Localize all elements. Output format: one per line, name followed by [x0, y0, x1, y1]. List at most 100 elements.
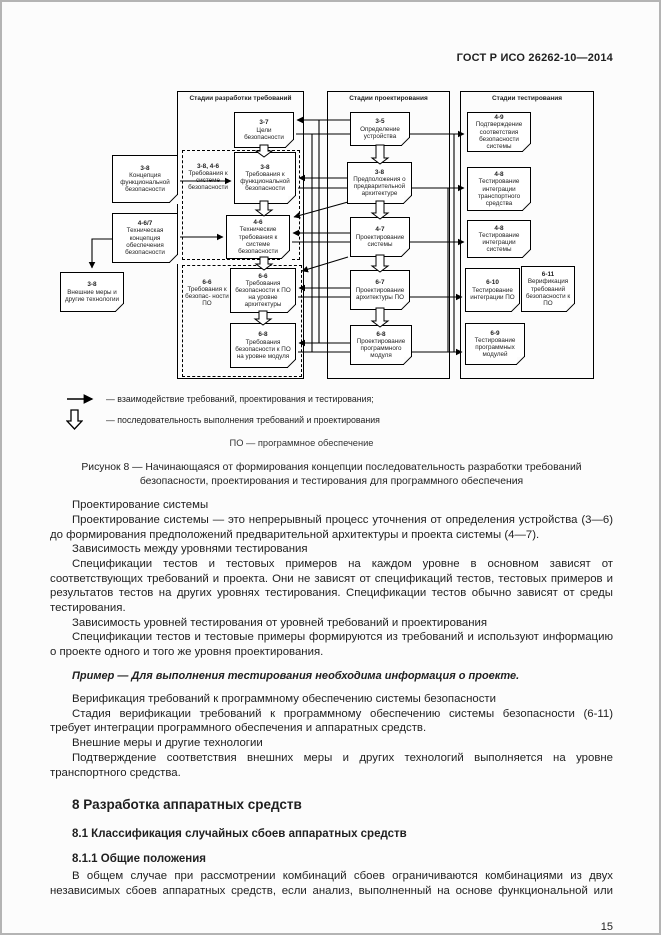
box-number: 3-8 [140, 164, 150, 172]
body-text: Проектирование системы Проектирование си… [50, 498, 613, 899]
body-paragraph: Верификация требований к программному об… [72, 693, 497, 706]
box-system-design: 4-7 Проектирование системы [350, 217, 411, 258]
box-number: 6-7 [375, 279, 385, 287]
column-header: Стадии тестирования [491, 95, 563, 102]
box-label: Подтверждение соответствия безопасности … [475, 121, 523, 150]
group-system-safety-requirements [182, 150, 300, 260]
legend-item-interaction: — взаимодействие требований, проектирова… [66, 394, 613, 404]
body-paragraph: Зависимость уровней тестирования от уров… [72, 616, 488, 629]
body-paragraph: Спецификации тестов и тестовые примеры ф… [50, 631, 613, 659]
box-label: Тестирование программных модулей [474, 337, 516, 359]
example-paragraph: Пример — Для выполнения тестирования нео… [72, 669, 520, 682]
box-number: 3-5 [375, 118, 385, 126]
box-label: Требования безопасности к ПО на уровне м… [235, 338, 291, 360]
box-label: Верификация требований безопасности к ПО [525, 278, 571, 307]
section-8-1-heading: 8.1 Классификация случайных сбоев аппара… [72, 827, 407, 840]
group-software-safety-requirements [182, 265, 302, 377]
body-paragraph: Проектирование системы [72, 499, 209, 512]
figure-caption-line2: безопасности, проектирования и тестирова… [139, 476, 524, 488]
body-paragraph: Зависимость между уровнями тестирования [72, 543, 308, 556]
column-design: Стадии проектирования [327, 91, 450, 379]
box-safety-validation: 4-9 Подтверждение соответствия безопасно… [467, 112, 532, 153]
box-number: 3-7 [259, 119, 269, 127]
box-number: 4-6 [253, 219, 263, 227]
box-technical-safety-concept: 4-6/7 Техническая концепция обеспечения … [112, 213, 179, 264]
box-number: 4-6/7 [137, 220, 153, 228]
box-software-safety-requirements-unit: 6-8 Требования безопасности к ПО на уров… [230, 323, 297, 369]
box-software-unit-design: 6-8 Проектирование программного модуля [350, 325, 413, 366]
group-number: 3-8, 4-6 [196, 163, 220, 170]
solid-arrow-icon [66, 394, 106, 404]
box-number: 6-8 [258, 331, 268, 339]
box-label: Определение устройства [360, 125, 400, 140]
box-number: 6-8 [376, 330, 386, 338]
box-label: Проектирование программного модуля [356, 338, 406, 360]
box-number: 4-9 [494, 114, 504, 122]
box-system-integration-testing: 4-8 Тестирование интеграции системы [467, 220, 532, 259]
legend-text: — последовательность выполнения требован… [106, 414, 380, 425]
figure-8-diagram: Стадии разработки требований Стадии прое… [60, 89, 605, 384]
body-paragraph: Проектирование системы — это непрерывный… [50, 513, 613, 541]
box-label: Внешние меры и другие технологии [64, 288, 120, 303]
figure-caption-line1: Рисунок 8 — Начинающаяся от формирования… [81, 462, 582, 473]
box-software-safety-requirements-architecture: 6-6 Требования безопасности к ПО на уров… [230, 268, 297, 314]
legend-text: — взаимодействие требований, проектирова… [106, 394, 374, 404]
box-functional-safety-requirements: 3-8 Требования к функциональной безопасн… [234, 152, 297, 205]
legend-item-sequence: — последовательность выполнения требован… [66, 409, 613, 430]
doc-header-title: ГОСТ Р ИСО 26262-10—2014 [456, 52, 613, 64]
box-number: 4-7 [375, 226, 385, 234]
box-label: Концепция функциональной безопасности [120, 172, 170, 194]
group-label: Требования к системе безопасности [188, 170, 228, 192]
box-software-integration-testing: 6-10 Тестирование интеграции ПО [465, 268, 521, 313]
section-8-heading: 8 Разработка аппаратных средств [72, 797, 302, 813]
box-label: Предположения о предварительной архитект… [353, 176, 406, 198]
box-label: Проектирование архитектуры ПО [355, 286, 405, 301]
box-number: 3-8 [374, 168, 385, 176]
box-label: Тестирование интеграции ПО [470, 286, 515, 301]
body-paragraph: Стадия верификации требований к программ… [50, 707, 613, 735]
box-label: Проектирование системы [355, 233, 405, 248]
box-preliminary-architecture: 3-8 Предположения о предварительной архи… [347, 162, 413, 205]
box-number: 3-8 [260, 163, 270, 171]
box-vehicle-integration-testing: 4-8 Тестирование интеграции транспортног… [467, 167, 532, 212]
group-label: Требования к безопас- ности ПО [185, 286, 229, 308]
column-header: Стадии разработки требований [189, 95, 292, 102]
box-number: 3-8 [87, 281, 97, 289]
box-label: Тестирование интеграции транспортного ср… [477, 178, 521, 207]
hollow-arrow-icon [66, 409, 106, 430]
box-label: Требования безопасности к ПО на уровне а… [235, 279, 291, 309]
box-label: Технические требования к системе безопас… [238, 226, 278, 255]
box-number: 6-9 [490, 329, 500, 337]
body-paragraph: Подтверждение соответствия внешних меры … [50, 751, 613, 779]
box-software-unit-testing: 6-9 Тестирование программных модулей [465, 323, 526, 366]
figure-caption: Рисунок 8 — Начинающаяся от формирования… [50, 461, 613, 489]
box-software-architecture-design: 6-7 Проектирование архитектуры ПО [350, 270, 411, 311]
box-safety-goals: 3-7 Цели безопасности [234, 112, 295, 149]
abbreviation-note: ПО — программное обеспечение [229, 438, 374, 448]
section-8-1-1-heading: 8.1.1 Общие положения [72, 853, 207, 866]
box-external-measures: 3-8 Внешние меры и другие технологии [60, 272, 125, 313]
box-number: 4-8 [494, 171, 504, 179]
body-paragraph: Внешние меры и другие технологии [72, 737, 263, 750]
group-label-software-safety-requirements: 6-6 Требования к безопас- ности ПО [184, 279, 230, 307]
column-header: Стадии проектирования [349, 95, 428, 102]
box-number: 4-8 [494, 224, 504, 232]
box-label: Техническая концепция обеспечения безопа… [125, 227, 165, 256]
body-paragraph: Спецификации тестов и тестовых примеров … [50, 557, 613, 615]
box-technical-safety-requirements: 4-6 Технические требования к системе без… [226, 215, 291, 260]
box-label: Цели безопасности [244, 126, 284, 141]
column-testing: Стадии тестирования [460, 91, 594, 379]
group-label-system-safety-requirements: 3-8, 4-6 Требования к системе безопаснос… [184, 163, 232, 191]
body-paragraph: В общем случае при рассмотрении комбинац… [50, 870, 613, 897]
group-number: 6-6 [202, 279, 212, 286]
box-software-safety-requirements-verification: 6-11 Верификация требований безопасности… [521, 266, 576, 313]
box-functional-safety-concept: 3-8 Концепция функциональной безопасност… [112, 155, 179, 204]
page-number: 15 [600, 920, 613, 933]
box-label: Требования к функциональной безопасности [240, 171, 290, 193]
box-item-definition: 3-5 Определение устройства [350, 112, 411, 147]
box-number: 6-11 [541, 271, 555, 279]
box-number: 6-6 [258, 272, 268, 280]
box-label: Тестирование интеграции системы [478, 232, 520, 254]
